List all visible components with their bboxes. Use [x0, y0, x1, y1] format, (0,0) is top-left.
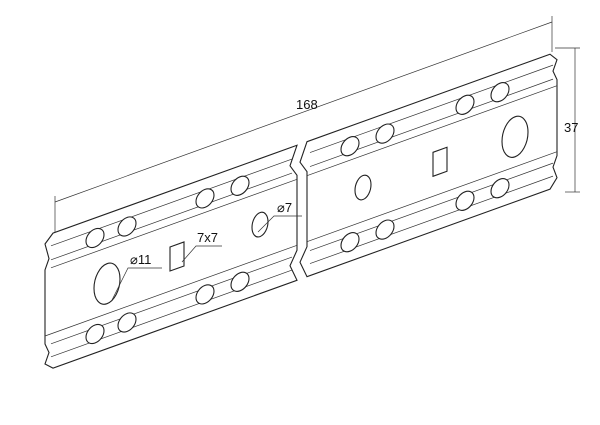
square-hole-label: 7x7	[197, 230, 218, 245]
square-hole-left	[170, 242, 184, 271]
length-dimension	[55, 16, 552, 232]
leader-lines	[112, 216, 302, 300]
flange-tabs	[86, 80, 509, 346]
small-hole-label: ⌀7	[277, 200, 293, 215]
large-hole-left	[94, 259, 120, 308]
square-hole-right	[433, 147, 447, 176]
height-dimension	[555, 48, 580, 192]
height-label: 37	[564, 120, 579, 135]
plate-left-outline	[45, 145, 297, 371]
small-hole-right	[355, 173, 371, 203]
length-label: 168	[296, 97, 318, 112]
large-hole-label: ⌀11	[130, 252, 152, 267]
plate	[45, 52, 557, 371]
plate-right-outline	[300, 52, 557, 280]
large-hole-right	[502, 112, 528, 161]
